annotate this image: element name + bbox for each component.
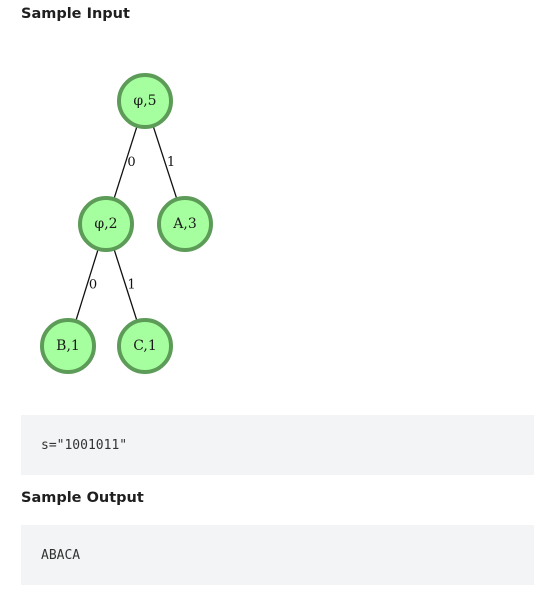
node-label: φ,5: [133, 93, 156, 109]
node-label: B,1: [56, 338, 80, 354]
edge-line: [113, 125, 138, 200]
tree-node-root: φ,5: [117, 73, 173, 129]
node-label: A,3: [172, 216, 196, 232]
node-circle: [78, 196, 134, 252]
tree-node-C: C,1: [117, 318, 173, 374]
node-circle: [157, 196, 213, 252]
sample-output-heading: Sample Output: [21, 490, 144, 506]
node-circle: [117, 318, 173, 374]
tree-edge-left-C: 1: [113, 248, 138, 322]
edge-line: [152, 125, 178, 200]
edge-label: 1: [167, 155, 175, 170]
edge-label: 1: [127, 278, 135, 293]
node-label: φ,2: [94, 216, 117, 232]
tree-edge-root-A: 1: [152, 125, 178, 200]
edge-line: [75, 248, 99, 322]
tree-node-left: φ,2: [78, 196, 134, 252]
node-circle: [40, 318, 96, 374]
huffman-tree-diagram: 0 1 0 1 φ,5 φ,2 A,3B,1 C,1: [40, 73, 213, 374]
sample-input-code-block: s="1001011": [21, 415, 534, 475]
edge-line: [113, 248, 138, 322]
sample-output-code-block: ABACA: [21, 525, 534, 585]
sample-output-code: ABACA: [41, 547, 81, 563]
tree-node-B: B,1: [40, 318, 96, 374]
tree-edge-left-B: 0: [75, 248, 99, 322]
sample-input-code: s="1001011": [41, 437, 128, 453]
tree-edge-root-left: 0: [113, 125, 138, 200]
node-label: C,1: [133, 338, 157, 354]
edge-label: 0: [127, 155, 135, 170]
sample-input-heading: Sample Input: [21, 6, 130, 22]
tree-node-A: A,3: [157, 196, 213, 252]
node-circle: [117, 73, 173, 129]
edge-label: 0: [89, 278, 97, 293]
